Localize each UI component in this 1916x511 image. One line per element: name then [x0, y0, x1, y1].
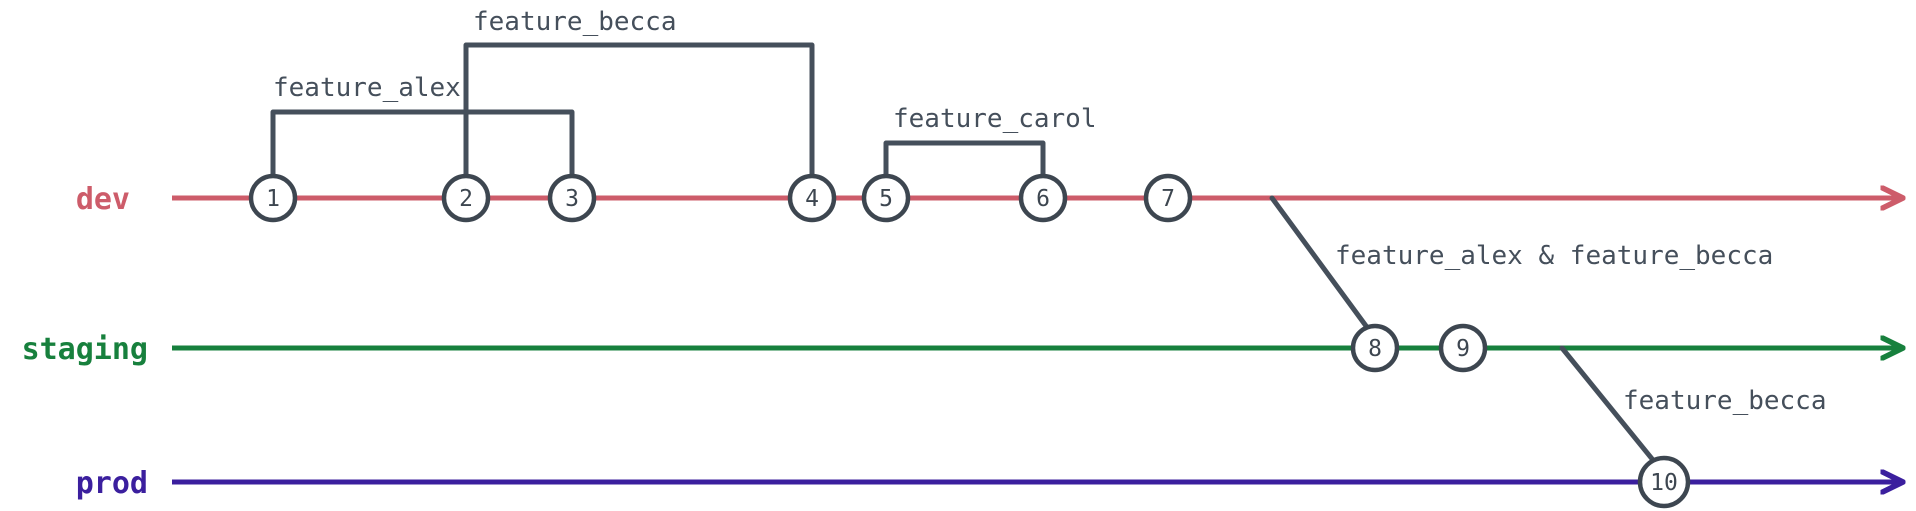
- commit-circle: [547, 173, 597, 223]
- commit-node-1[interactable]: 1: [248, 173, 298, 223]
- commit-number: 2: [459, 186, 473, 212]
- commit-node-7[interactable]: 7: [1143, 173, 1193, 223]
- branch-labels-group: dev staging prod: [22, 182, 148, 501]
- commit-number: 6: [1036, 186, 1050, 212]
- commit-number: 3: [565, 186, 579, 212]
- commit-number: 7: [1161, 186, 1175, 212]
- merge-line-dev-staging: [1269, 195, 1372, 333]
- commit-number: 4: [805, 186, 819, 212]
- bracket-path-alex: [270, 109, 575, 179]
- commit-number: 1: [266, 186, 280, 212]
- branch-label-dev: dev: [76, 182, 130, 217]
- commit-number: 5: [879, 186, 893, 212]
- commit-circle: [441, 173, 491, 223]
- commit-node-9[interactable]: 9: [1438, 323, 1488, 373]
- commit-number: 8: [1368, 336, 1382, 362]
- feature-label-alex: feature_alex: [273, 73, 461, 103]
- bracket-path-becca: [463, 42, 815, 179]
- branch-label-prod: prod: [76, 466, 148, 501]
- commit-circle: [1143, 173, 1193, 223]
- merge-dev-to-staging: feature_alex & feature_becca: [1269, 195, 1773, 333]
- commit-node-6[interactable]: 6: [1018, 173, 1068, 223]
- commit-node-10[interactable]: 10: [1637, 455, 1691, 509]
- commit-node-4[interactable]: 4: [787, 173, 837, 223]
- commit-node-3[interactable]: 3: [547, 173, 597, 223]
- commit-node-8[interactable]: 8: [1350, 323, 1400, 373]
- commit-node-2[interactable]: 2: [441, 173, 491, 223]
- feature-label-becca: feature_becca: [473, 7, 677, 37]
- branch-label-staging: staging: [22, 332, 148, 367]
- commit-circle: [1438, 323, 1488, 373]
- commit-number: 9: [1456, 336, 1470, 362]
- commit-circle: [1637, 455, 1691, 509]
- merge-label-staging-prod: feature_becca: [1623, 386, 1827, 416]
- feature-bracket-becca: feature_becca: [463, 7, 815, 179]
- commit-circle: [861, 173, 911, 223]
- feature-label-carol: feature_carol: [893, 104, 1097, 134]
- merge-staging-to-prod: feature_becca: [1559, 345, 1827, 468]
- feature-bracket-carol: feature_carol: [883, 104, 1097, 179]
- merge-label-dev-staging: feature_alex & feature_becca: [1335, 241, 1773, 271]
- commit-circle: [1350, 323, 1400, 373]
- commit-node-5[interactable]: 5: [861, 173, 911, 223]
- feature-bracket-alex: feature_alex: [270, 73, 575, 179]
- commit-circle: [1018, 173, 1068, 223]
- commit-nodes-group: 1 2 3 4 5 6 7: [248, 173, 1691, 509]
- commit-circle: [787, 173, 837, 223]
- merge-line-staging-prod: [1559, 345, 1660, 468]
- commit-number: 10: [1650, 470, 1678, 496]
- bracket-path-carol: [883, 140, 1046, 179]
- commit-circle: [248, 173, 298, 223]
